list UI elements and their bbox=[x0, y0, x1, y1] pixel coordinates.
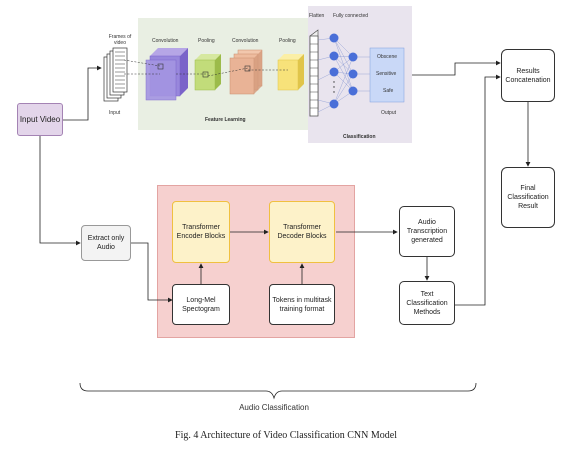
tokens-box: Tokens in multitask training format bbox=[269, 284, 335, 325]
conv2-layer-icon bbox=[229, 49, 263, 95]
extract-audio-box: Extract only Audio bbox=[81, 225, 131, 261]
flatten-layer-icon bbox=[309, 29, 319, 117]
arrow-textclass-to-results bbox=[455, 74, 501, 306]
text-classification-box: Text Classification Methods bbox=[399, 281, 455, 325]
pool2-layer-icon bbox=[277, 54, 304, 91]
output-obscene: Obscene bbox=[377, 54, 398, 60]
pool1-label: Pooling bbox=[198, 38, 215, 44]
fully-connected-network bbox=[317, 37, 372, 113]
conv2-label: Convolution bbox=[232, 38, 259, 44]
final-result-box: Final Classification Result bbox=[501, 167, 555, 228]
output-safe: Safe bbox=[383, 88, 394, 94]
neuron-icon bbox=[329, 99, 339, 109]
fully-connected-label: Fully connected bbox=[333, 13, 369, 19]
neuron-icon bbox=[348, 86, 358, 96]
audio-classification-brace bbox=[79, 382, 477, 400]
arrow-extract-to-longmel bbox=[131, 242, 173, 303]
pool2-label: Pooling bbox=[279, 38, 296, 44]
classification-label: Classification bbox=[343, 134, 376, 140]
output-box bbox=[369, 47, 405, 103]
conv1-label: Convolution bbox=[152, 38, 179, 44]
neuron-icon bbox=[348, 69, 358, 79]
flatten-label: Flatten bbox=[309, 13, 325, 19]
audio-classification-label: Audio Classification bbox=[239, 403, 309, 412]
neuron-icon bbox=[329, 51, 339, 61]
arrow-input-to-extract bbox=[39, 136, 81, 246]
output-sensitive: Sensitive bbox=[376, 71, 397, 77]
audio-transcription-box: Audio Transcription generated bbox=[399, 206, 455, 257]
arrow-input-to-frames bbox=[63, 65, 102, 121]
transformer-encoder-box: Transformer Encoder Blocks bbox=[172, 201, 230, 263]
arrow-cnn-to-results bbox=[412, 60, 501, 76]
frames-stack-icon bbox=[103, 47, 128, 102]
neuron-icon bbox=[329, 67, 339, 77]
long-mel-box: Long-Mel Spectogram bbox=[172, 284, 230, 325]
conv1-layer-icon bbox=[145, 48, 188, 101]
pool1-layer-icon bbox=[194, 54, 221, 91]
neuron-icon bbox=[348, 52, 358, 62]
transformer-decoder-box: Transformer Decoder Blocks bbox=[269, 201, 335, 263]
input-label: Input bbox=[109, 110, 121, 116]
input-video-box: Input Video bbox=[17, 103, 63, 136]
frames-label: Frames of video bbox=[108, 34, 132, 46]
output-label: Output bbox=[381, 110, 397, 116]
feature-learning-label: Feature Learning bbox=[205, 117, 246, 123]
results-concatenation-box: Results Concatenation bbox=[501, 49, 555, 102]
neuron-icon bbox=[329, 33, 339, 43]
figure-caption: Fig. 4 Architecture of Video Classificat… bbox=[175, 430, 397, 441]
